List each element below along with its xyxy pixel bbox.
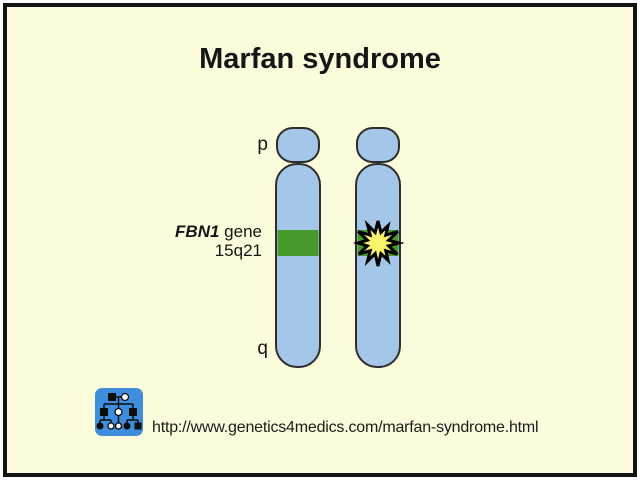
gene-locus-label: FBN1 gene 15q21 [100,222,262,260]
p-arm [356,127,400,163]
site-logo [95,388,143,436]
gene-name-line: FBN1 gene [100,222,262,241]
gene-locus: 15q21 [214,241,262,260]
q-arm [275,163,321,368]
page-title: Marfan syndrome [199,43,441,75]
q-arm-label: q [257,338,268,359]
p-arm-label: p [257,134,268,155]
chromosome-mutated [352,127,405,368]
gene-name: FBN1 [175,222,220,241]
mutation-starburst-icon [352,219,405,267]
gene-word: gene [219,222,262,241]
chromosome-normal [275,127,321,368]
p-arm [276,127,320,163]
pedigree-chart-icon [96,392,142,430]
fbn1-gene-band [277,230,319,256]
website-url: http://www.genetics4medics.com/marfan-sy… [152,419,539,436]
